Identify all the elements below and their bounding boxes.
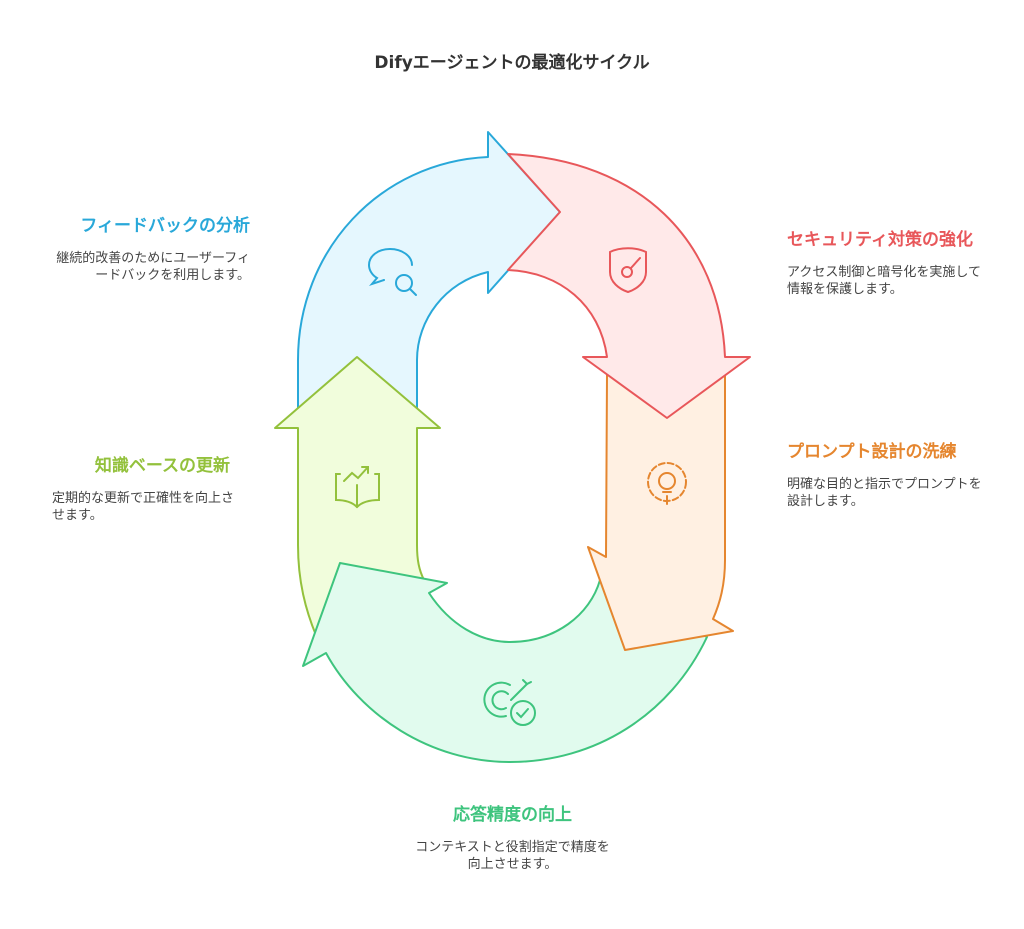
step-prompt: プロンプト設計の洗練 明確な目的と指示でプロンプトを設計します。 [787,440,987,510]
step-description: 定期的な更新で正確性を向上させます。 [52,491,235,523]
step-security: セキュリティ対策の強化 アクセス制御と暗号化を実施して情報を保護します。 [787,228,987,298]
target-check-icon [483,679,536,726]
step-description: アクセス制御と暗号化を実施して情報を保護します。 [787,265,981,297]
step-feedback: フィードバックの分析 継続的改善のためにユーザーフィードバックを利用します。 [50,214,250,284]
step-accuracy: 応答精度の向上 コンテキストと役割指定で精度を向上させます。 [415,803,610,873]
chat-search-icon [367,247,417,296]
book-growth-icon [335,466,380,509]
step-knowledge: 知識ベースの更新 定期的な更新で正確性を向上させます。 [40,454,240,524]
step-description: 継続的改善のためにユーザーフィードバックを利用します。 [56,251,250,283]
arrow-accuracy [302,562,708,763]
gear-bulb-icon [647,462,687,505]
step-description: コンテキストと役割指定で精度を向上させます。 [415,840,610,872]
step-description: 明確な目的と指示でプロンプトを設計します。 [787,477,982,509]
step-title: 応答精度の向上 [453,805,572,825]
shield-key-icon [609,247,647,294]
step-title: 知識ベースの更新 [94,456,230,476]
arrow-security [507,153,751,419]
diagram-title: Difyエージェントの最適化サイクル [374,53,650,73]
step-title: プロンプト設計の洗練 [787,442,957,462]
step-title: セキュリティ対策の強化 [787,230,973,250]
step-title: フィードバックの分析 [80,216,250,236]
arrow-feedback [297,131,561,431]
arrow-prompt [587,374,734,651]
